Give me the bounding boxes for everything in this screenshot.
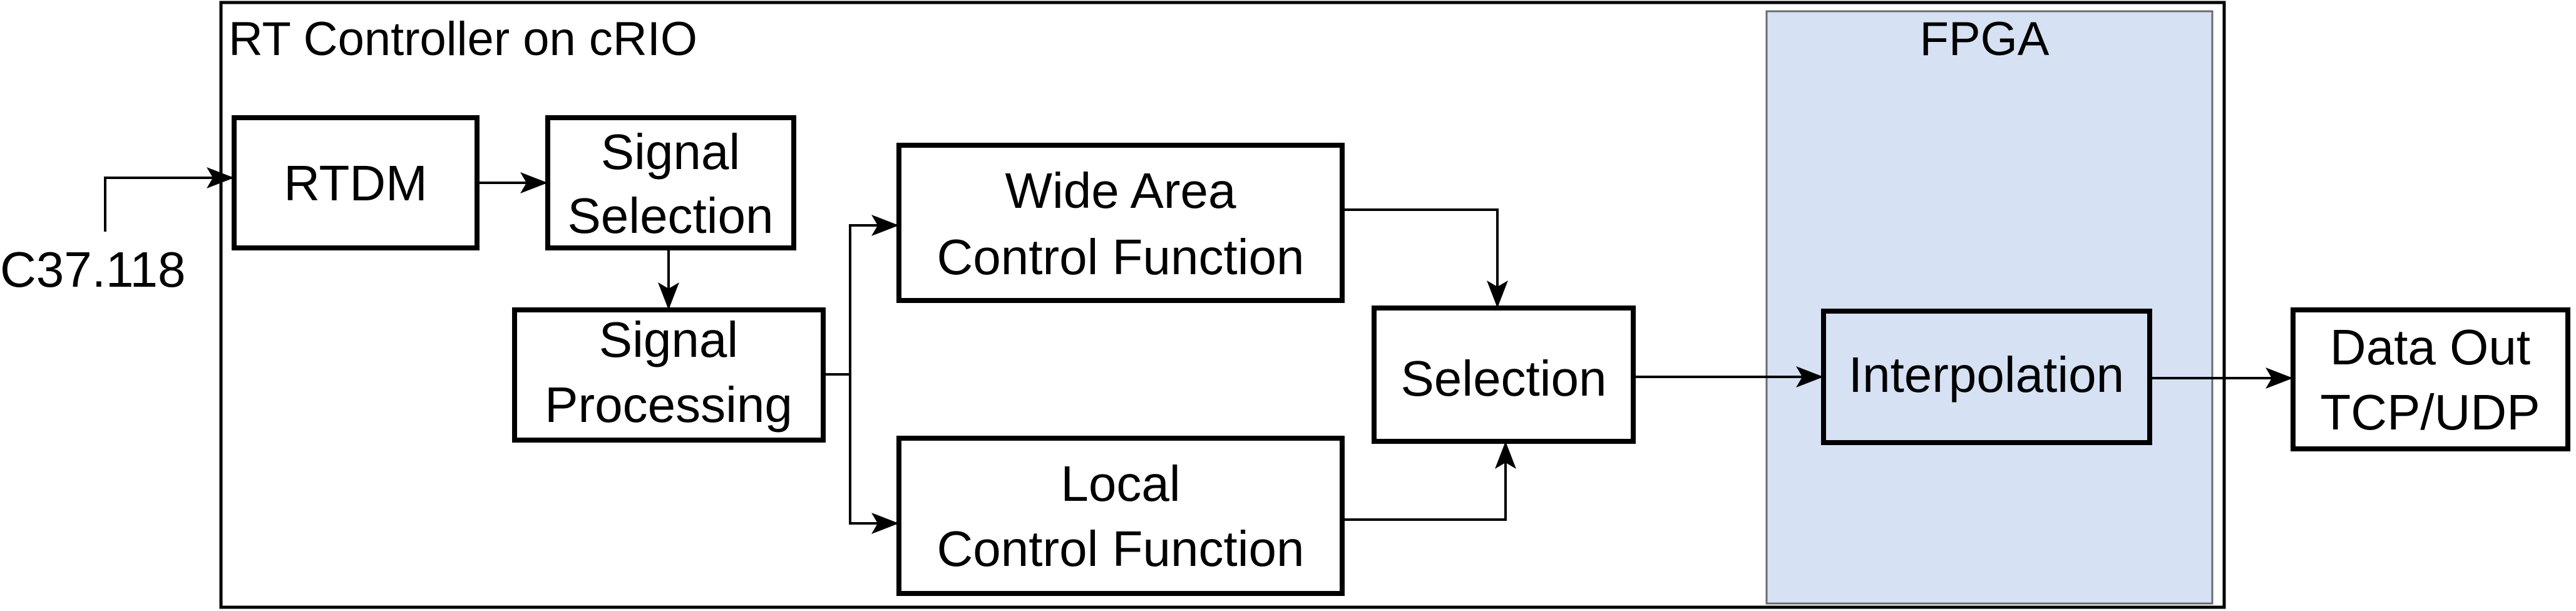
block-local-line1: Local [1060, 456, 1180, 511]
block-signal-selection-line2: Selection [567, 188, 773, 244]
block-selection [1372, 306, 1636, 444]
block-signal-processing-line1: Signal [599, 312, 738, 367]
block-data-out-line1: Data Out [2330, 319, 2530, 375]
block-interpolation [1821, 309, 2152, 445]
block-rtdm-label: RTDM [284, 155, 428, 211]
block-signal-selection-line1: Signal [601, 124, 740, 180]
connector-processing-to-wide-area [823, 215, 899, 376]
rt-controller-label: RT Controller on cRIO [228, 13, 697, 66]
connector-input-to-rtdm [104, 167, 234, 232]
block-wide-area-control [896, 143, 1345, 303]
block-interpolation-label: Interpolation [1849, 347, 2124, 403]
block-local-line2: Control Function [937, 521, 1305, 577]
rt-controller-container [219, 1, 2226, 609]
block-data-out-line2: TCP/UDP [2320, 384, 2540, 440]
block-wide-area-line2: Control Function [937, 229, 1305, 285]
fpga-label: FPGA [1920, 13, 2050, 66]
block-local-control [896, 436, 1345, 596]
block-selection-label: Selection [1400, 351, 1606, 406]
block-wide-area-line1: Wide Area [1005, 163, 1236, 218]
block-signal-processing-line2: Processing [545, 377, 793, 433]
connector-local-to-selection [1342, 441, 1516, 521]
block-data-out [2291, 307, 2570, 451]
connector-wide-area-to-selection [1342, 208, 1508, 308]
input-label-c37118: C37.118 [0, 242, 186, 297]
fpga-region [1765, 10, 2214, 605]
block-rtdm [232, 115, 480, 250]
block-signal-selection [545, 115, 796, 250]
connector-processing-to-local [849, 374, 899, 534]
